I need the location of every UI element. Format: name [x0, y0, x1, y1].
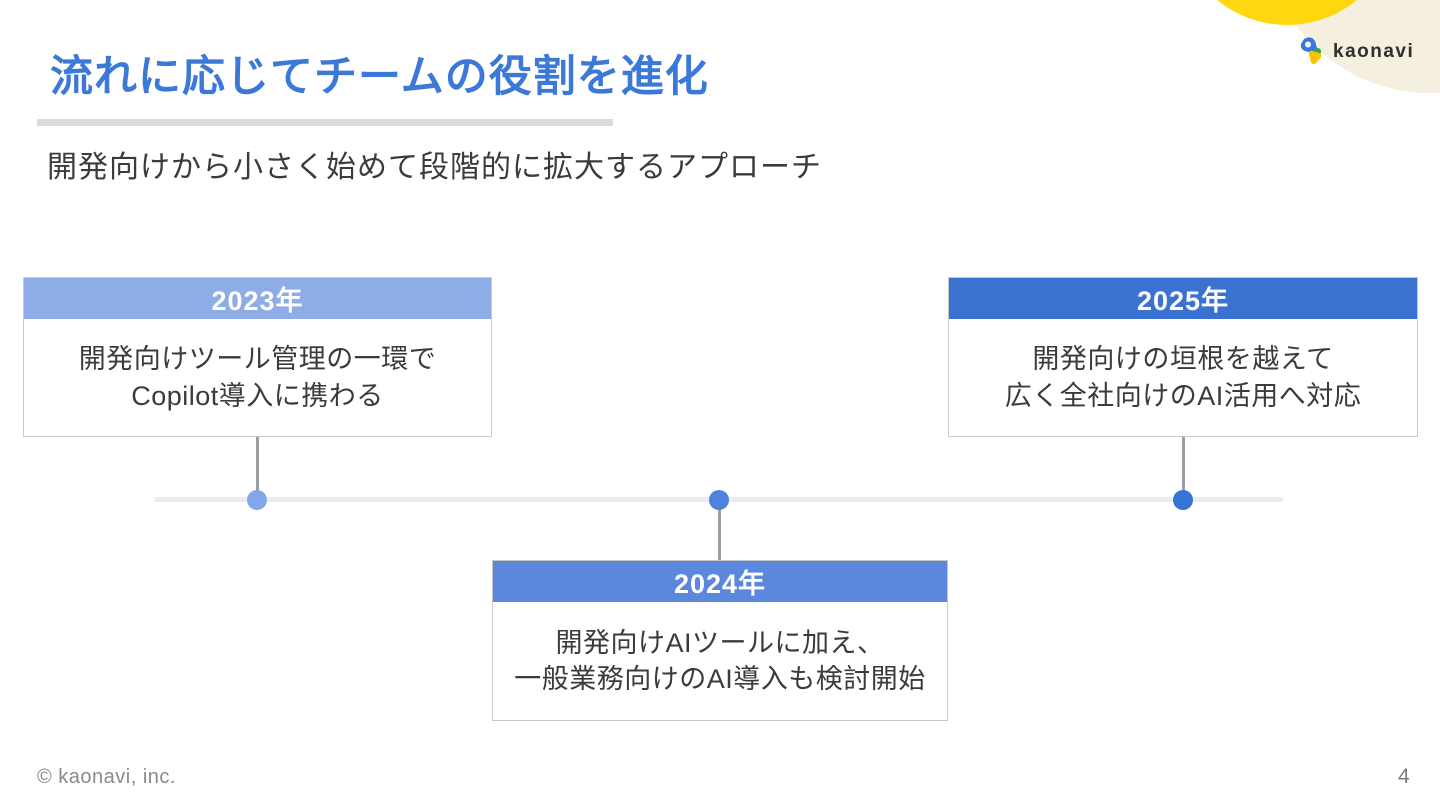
timeline-card-2024: 2024年 開発向けAIツールに加え、 一般業務向けのAI導入も検討開始: [492, 560, 948, 721]
timeline-card-2023: 2023年 開発向けツール管理の一環で Copilot導入に携わる: [23, 277, 492, 437]
connector-2025: [1182, 437, 1185, 492]
card-description-line1: 開発向けAIツールに加え、: [555, 627, 885, 658]
card-description-line2: Copilot導入に携わる: [131, 380, 384, 411]
connector-2023: [256, 437, 259, 492]
footer-copyright: © kaonavi, inc.: [37, 766, 176, 788]
title-underline: [37, 119, 613, 126]
timeline-card-2025: 2025年 開発向けの垣根を越えて 広く全社向けのAI活用へ対応: [948, 277, 1418, 437]
timeline-dot-2024: [709, 490, 729, 510]
card-description: 開発向けAIツールに加え、 一般業務向けのAI導入も検討開始: [493, 602, 947, 720]
page-subtitle: 開発向けから小さく始めて段階的に拡大するアプローチ: [47, 151, 822, 184]
card-year-label: 2024年: [493, 561, 947, 602]
card-year-label: 2023年: [24, 278, 491, 319]
card-description-line1: 開発向けツール管理の一環で: [78, 344, 437, 375]
kaonavi-logo: kaonavi: [1298, 36, 1414, 68]
card-description-line2: 一般業務向けのAI導入も検討開始: [514, 664, 926, 694]
card-year-label: 2025年: [949, 278, 1417, 319]
card-description: 開発向けの垣根を越えて 広く全社向けのAI活用へ対応: [949, 319, 1417, 436]
kaonavi-logo-icon: [1298, 36, 1328, 68]
card-description-line2: 広く全社向けのAI活用へ対応: [1004, 380, 1362, 411]
timeline-dot-2025: [1173, 490, 1193, 510]
connector-2024: [718, 508, 721, 561]
kaonavi-logo-text: kaonavi: [1333, 41, 1415, 62]
card-description-line1: 開発向けの垣根を越えて: [1032, 344, 1334, 375]
page-title: 流れに応じてチームの役割を進化: [50, 53, 709, 101]
timeline-dot-2023: [247, 490, 267, 510]
card-description: 開発向けツール管理の一環で Copilot導入に携わる: [24, 319, 491, 436]
page-number: 4: [1398, 765, 1410, 788]
